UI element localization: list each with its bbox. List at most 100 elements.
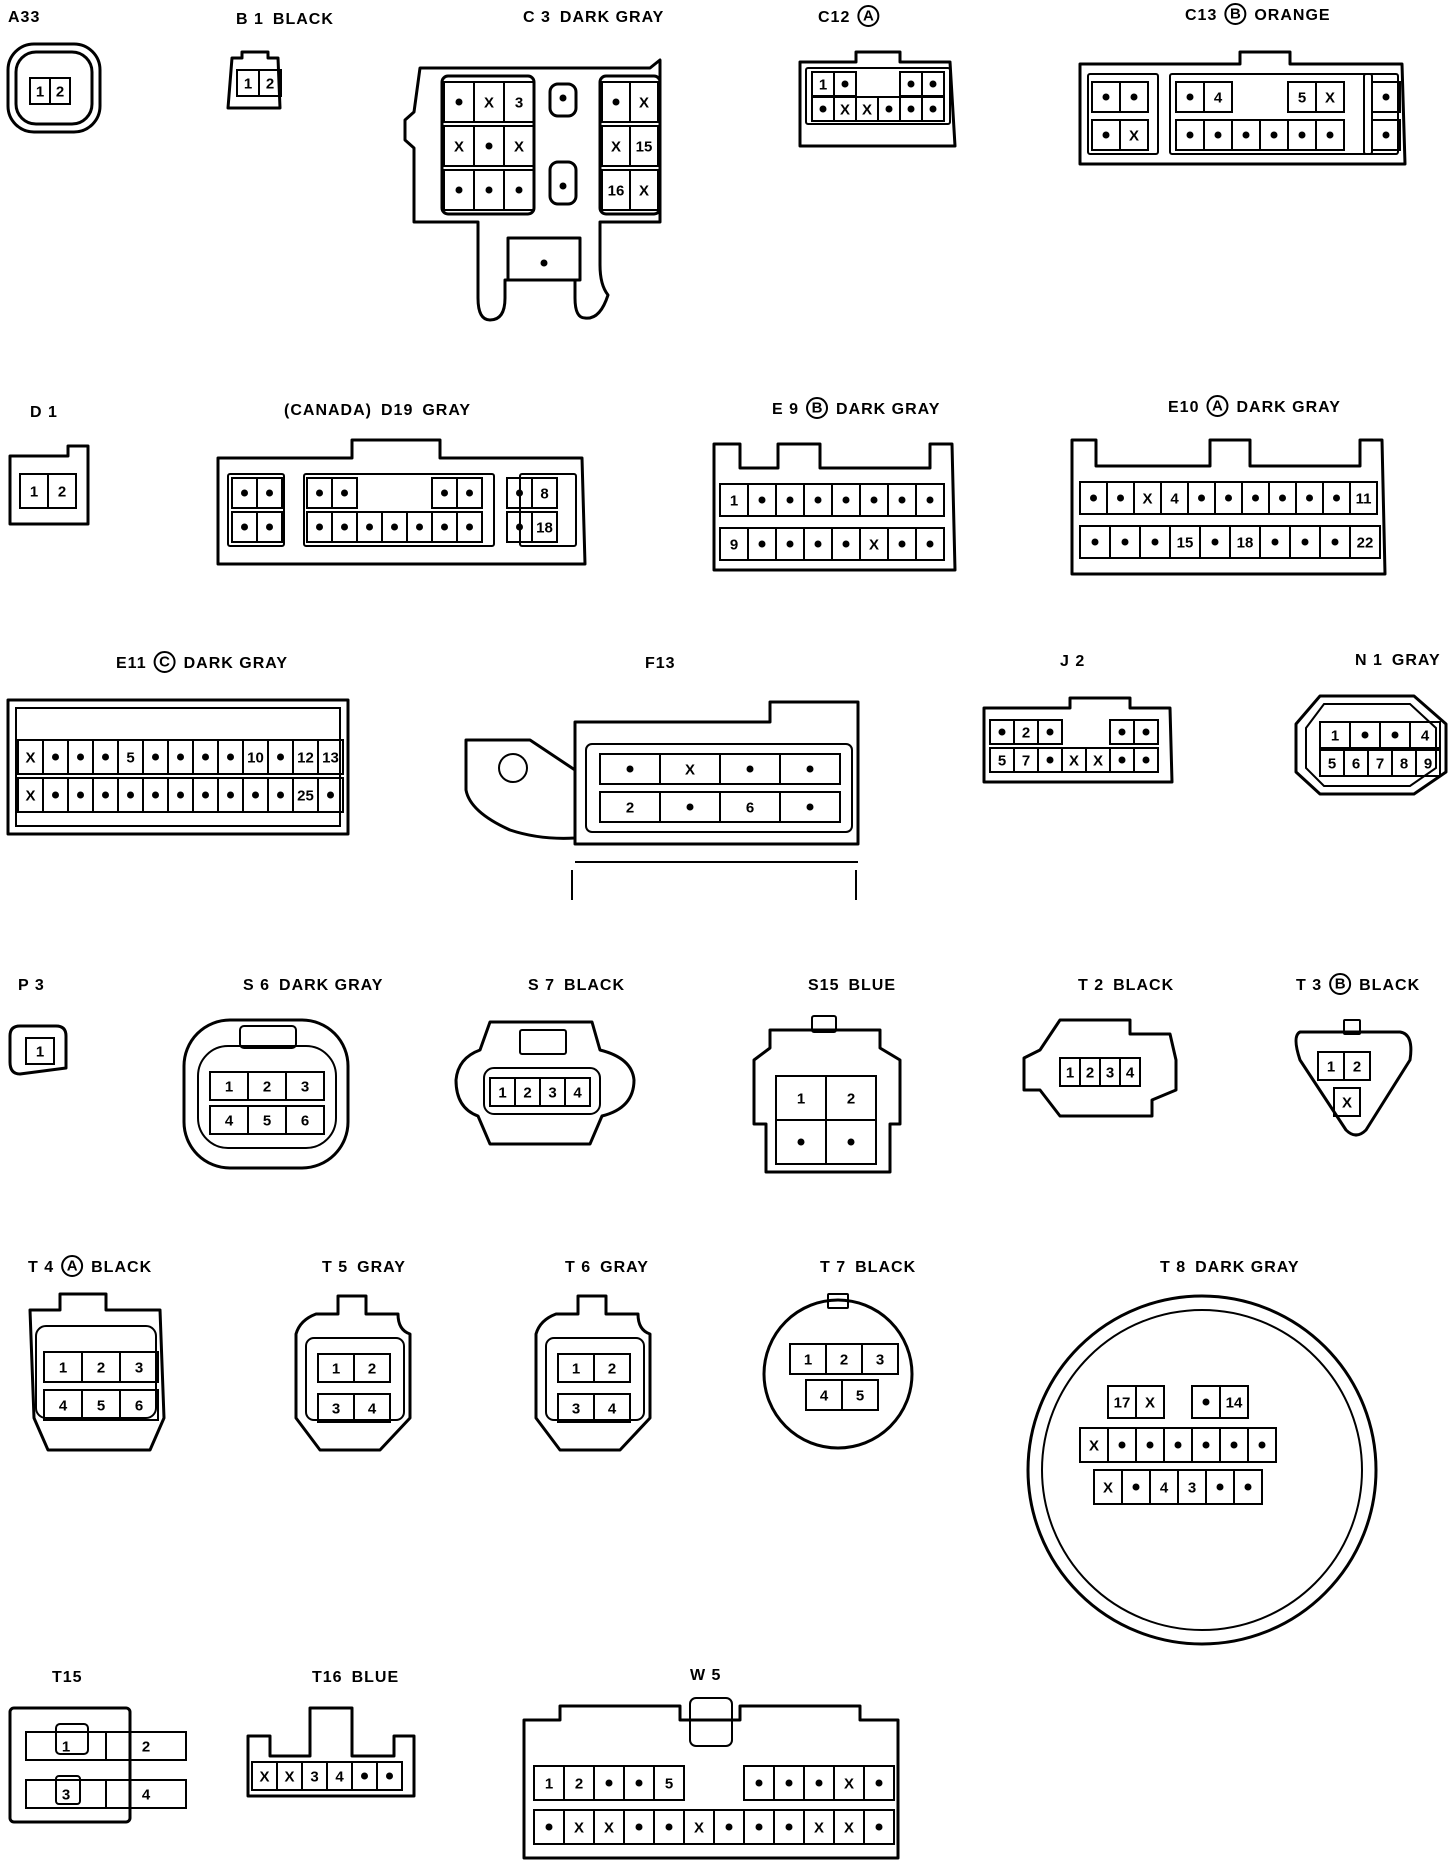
connector-color: BLACK (1113, 977, 1174, 994)
pin-cavity (825, 1119, 877, 1165)
pin-dot (605, 1779, 613, 1787)
pin-number: 5 (1328, 756, 1336, 773)
connector-code: B 1 (236, 11, 264, 28)
pin-dot (758, 540, 766, 548)
pin-dot (1121, 538, 1129, 546)
pin-number: 17 (1114, 1395, 1131, 1412)
pin-number: 4 (1214, 90, 1223, 107)
pin-dot (227, 753, 234, 761)
pin-number: 3 (62, 1787, 70, 1804)
pin-dot (841, 80, 849, 88)
pin-dot (516, 489, 523, 497)
pin-cavity (1119, 81, 1149, 113)
pin-dot (1146, 1441, 1154, 1449)
pin-cavity (863, 1765, 895, 1801)
pin-number: X (1129, 128, 1139, 145)
pin-dot (1298, 131, 1306, 139)
pin-dot (635, 1823, 643, 1831)
pin-number: 3 (1106, 1065, 1114, 1082)
pin-cavity (503, 169, 535, 211)
pin-number: 1 (545, 1776, 553, 1793)
pin-cavity (353, 1393, 391, 1423)
connector-outline (55, 1775, 81, 1805)
pin-dot (266, 489, 273, 497)
pin-dot (786, 540, 794, 548)
pin-number: X (844, 1776, 854, 1793)
label-j2: J 2 (1060, 653, 1084, 670)
pin-number: 3 (515, 95, 523, 112)
pin-number: 1 (62, 1739, 70, 1756)
pin-number: 2 (58, 484, 66, 501)
label-w5: W 5 (690, 1667, 720, 1684)
connector-outline (8, 444, 90, 526)
pin-number: 1 (730, 493, 738, 510)
pin-number: 8 (1400, 756, 1408, 773)
pin-dot (875, 1779, 883, 1787)
pin-cavity (1119, 1057, 1141, 1087)
variant-marker-circle (61, 1255, 84, 1277)
pin-dot (559, 182, 567, 190)
connector-color: BLACK (91, 1259, 152, 1276)
pin-cavity (331, 477, 358, 509)
pin-cavity (915, 483, 945, 517)
pin-number: 1 (244, 76, 252, 93)
pin-dot (797, 1138, 805, 1146)
pin-number: 11 (1356, 491, 1372, 508)
pin-number: X (514, 139, 524, 156)
connector-code: T 4 (28, 1259, 54, 1276)
pin-dot (1202, 1441, 1210, 1449)
connector-code: T 8 (1160, 1259, 1186, 1276)
pin-dot (1046, 756, 1054, 764)
label-a33: A33 (8, 9, 39, 26)
pin-dot (1333, 494, 1340, 502)
connector-outline (506, 236, 582, 282)
pin-dot (515, 186, 523, 194)
pin-dot (1186, 93, 1194, 101)
pin-number: 13 (322, 750, 339, 767)
variant-marker-circle (1329, 973, 1352, 995)
pin-cavity (1233, 1469, 1263, 1505)
pin-cavity (861, 1343, 899, 1375)
pin-dot (898, 496, 906, 504)
pin-dot (929, 80, 937, 88)
connector-inner-ring (1041, 1309, 1363, 1631)
pin-cavity (1409, 721, 1441, 749)
pin-number: 5 (856, 1388, 864, 1405)
pin-number: X (1145, 1395, 1155, 1412)
pin-dot (1091, 538, 1099, 546)
pin-dot (1132, 1483, 1140, 1491)
pin-dot (227, 791, 234, 799)
pin-cavity (629, 125, 659, 167)
pin-dot (316, 523, 323, 531)
pin-number: X (1142, 491, 1152, 508)
pin-number: 1 (36, 84, 44, 101)
connector-code: T 6 (565, 1259, 591, 1276)
pin-number: 1 (30, 484, 38, 501)
pin-dot (926, 540, 934, 548)
pin-dot (1331, 538, 1339, 546)
pin-number: 3 (135, 1360, 143, 1377)
pin-dot (455, 186, 463, 194)
pin-dot (1279, 494, 1286, 502)
pin-number: 5 (97, 1398, 105, 1415)
pin-dot (1306, 494, 1313, 502)
pin-number: 4 (1160, 1480, 1169, 1497)
pin-number: X (1325, 90, 1335, 107)
variant-marker-circle (857, 5, 880, 27)
variant-marker-circle (1224, 3, 1247, 25)
connector-color: DARK GRAY (1236, 399, 1340, 416)
connector-color: DARK GRAY (560, 9, 664, 26)
connector-outline (571, 861, 858, 900)
pin-dot (252, 791, 259, 799)
connector-color: DARK GRAY (279, 977, 383, 994)
pin-number: 7 (1376, 756, 1384, 773)
pin-number: 3 (1188, 1480, 1196, 1497)
pin-number: X (454, 139, 464, 156)
